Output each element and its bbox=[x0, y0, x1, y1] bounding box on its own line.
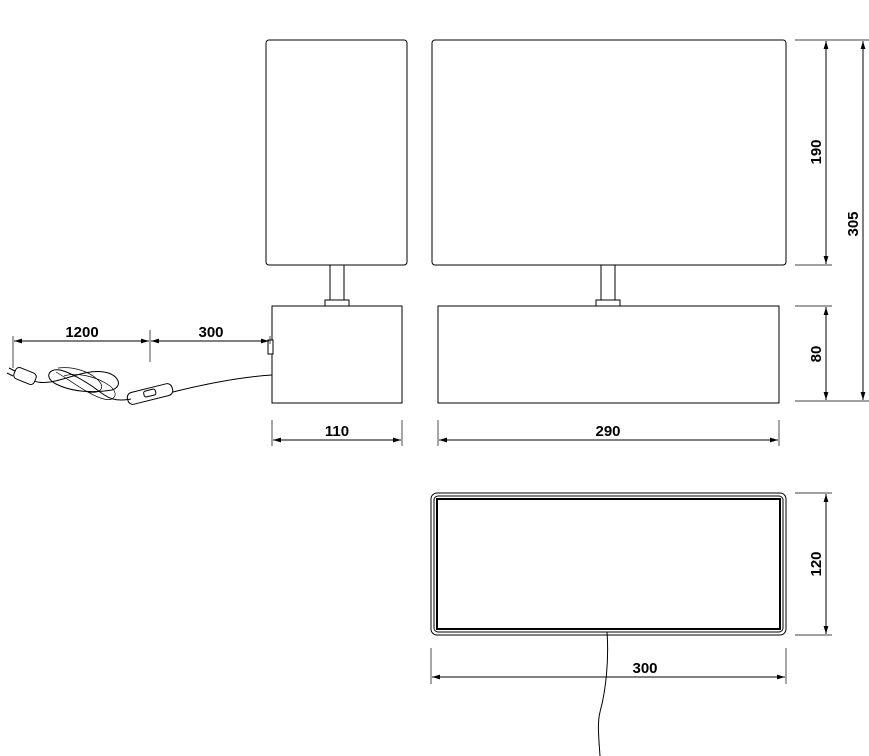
dim-label-side-width: 110 bbox=[325, 423, 349, 440]
side-base bbox=[271, 305, 403, 404]
plug bbox=[13, 367, 37, 385]
front-base bbox=[437, 305, 780, 404]
cord-switch bbox=[126, 383, 174, 405]
side-stem bbox=[329, 264, 345, 306]
dim-label-total-height: 305 bbox=[845, 211, 862, 236]
dim-side-width: 110 bbox=[271, 420, 403, 446]
front-stem-collar bbox=[595, 299, 621, 307]
dim-label-top-width: 300 bbox=[632, 660, 657, 677]
dim-label-switch: 300 bbox=[198, 324, 223, 341]
side-stem-collar bbox=[324, 299, 350, 307]
dim-top-width: 300 bbox=[430, 648, 787, 684]
cord-grommet bbox=[267, 339, 274, 355]
dim-label-shade-height: 190 bbox=[808, 139, 825, 164]
power-cord bbox=[6, 367, 273, 405]
top-cord bbox=[597, 631, 609, 756]
dim-cord: 1200 300 bbox=[12, 324, 271, 368]
dim-base-height: 80 bbox=[795, 305, 869, 402]
dim-front-width: 290 bbox=[437, 420, 780, 446]
front-shade bbox=[431, 39, 787, 266]
dim-label-base-height: 80 bbox=[808, 346, 825, 363]
dim-shade-height: 190 bbox=[795, 39, 832, 266]
dim-label-front-width: 290 bbox=[595, 423, 620, 440]
side-shade bbox=[265, 39, 408, 266]
top-base bbox=[436, 498, 781, 630]
switch-button bbox=[143, 388, 157, 398]
dim-total-height: 305 bbox=[832, 39, 869, 400]
top-outer bbox=[430, 492, 787, 636]
dim-label-top-depth: 120 bbox=[808, 551, 825, 576]
front-view bbox=[431, 39, 787, 404]
dim-top-depth: 120 bbox=[795, 492, 832, 636]
side-view bbox=[265, 39, 408, 404]
top-inner-outline bbox=[433, 495, 784, 633]
dim-label-cord: 1200 bbox=[65, 324, 98, 341]
top-view bbox=[430, 492, 787, 756]
front-stem bbox=[600, 264, 616, 306]
